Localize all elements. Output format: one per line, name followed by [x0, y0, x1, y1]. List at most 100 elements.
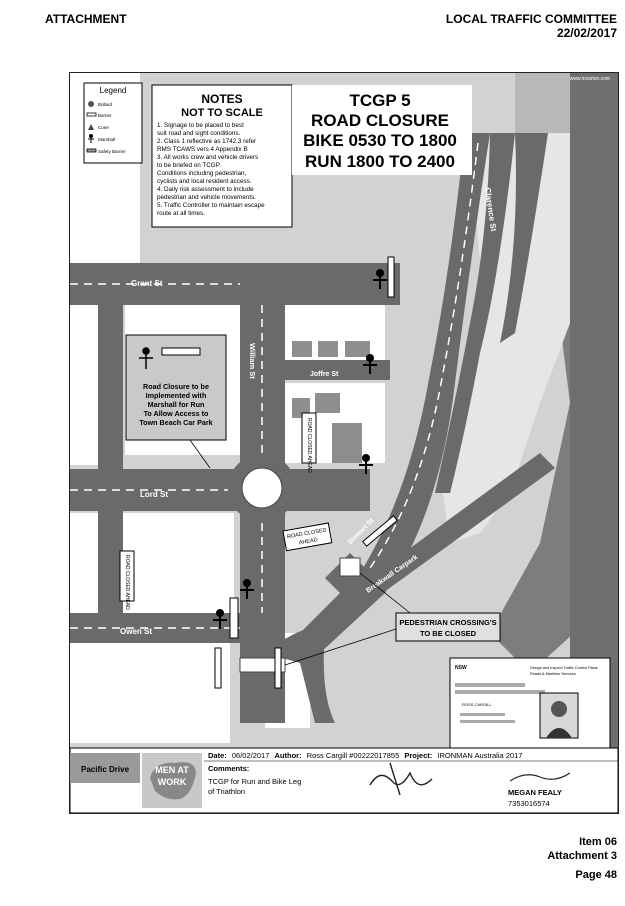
safety-barrier-icon	[86, 148, 97, 153]
footer-item: Item 06	[579, 836, 617, 848]
callout-leader	[189, 439, 211, 469]
date-label: Date:	[208, 751, 227, 760]
title-line-1: TCGP 5	[349, 91, 410, 110]
bollard-icon	[88, 101, 94, 107]
comments-line-1: TCGP for Run and Bike Leg	[208, 777, 301, 786]
card-nsw: NSW	[455, 665, 467, 671]
marshall-icon	[139, 347, 153, 369]
notes-title: NOTES	[201, 92, 242, 106]
licence-card: NSW Design and Inspect Traffic Control P…	[449, 657, 611, 749]
notes-line: 1. Signage to be placed to best	[157, 122, 244, 129]
road-closure-callout: Road Closure to be Implemented with Mars…	[125, 334, 227, 469]
card-title-2: Roads & Maritime Services	[530, 672, 576, 676]
barrier-icon	[214, 647, 222, 689]
barriers	[214, 256, 398, 689]
notes-line: 3. All works crew and vehicle drivers	[157, 154, 258, 161]
header-committee: LOCAL TRAFFIC COMMITTEE 22/02/2017	[446, 12, 617, 40]
sign-board	[282, 522, 333, 552]
barrier-icon	[362, 515, 398, 547]
breakwall-carpark-road	[350, 453, 555, 608]
south-curve-road	[265, 628, 335, 723]
clarence-st-east-lane	[435, 133, 515, 493]
project-value: IRONMAN Australia 2017	[437, 751, 522, 760]
sign-board	[301, 412, 317, 464]
building	[318, 341, 338, 357]
building	[292, 341, 312, 357]
marshalls	[213, 269, 387, 629]
approver-name: MEGAN FEALY	[508, 788, 562, 797]
notes-lines: 1. Signage to be placed to best suit roa…	[157, 122, 265, 217]
card-photo-body	[546, 728, 572, 738]
legend-label-marshall: Marshall	[98, 137, 115, 142]
callout-line: Marshall for Run	[148, 400, 205, 409]
callout-line: PEDESTRIAN CROSSING'S	[399, 618, 496, 627]
street-label-joffre: Joffre St	[310, 371, 339, 378]
notes-line: suit road and sight conditions.	[157, 130, 241, 137]
callout-leader	[359, 572, 411, 614]
callout-leader	[284, 628, 397, 666]
header-date: 22/02/2017	[556, 26, 617, 40]
title-line-2: ROAD CLOSURE	[311, 111, 449, 130]
notes-line: 4. Daily risk assessment to include	[157, 186, 254, 193]
barrier-icon	[86, 112, 97, 117]
header-committee-title: LOCAL TRAFFIC COMMITTEE	[445, 12, 617, 26]
notes-line: route at all times.	[157, 210, 205, 217]
legend: Legend Bollard Barrier Cone Marshall Saf…	[83, 82, 143, 164]
card-text-line	[455, 690, 545, 694]
header-attachment: ATTACHMENT	[45, 12, 127, 26]
pedestrian-crossing-callout: PEDESTRIAN CROSSING'S TO BE CLOSED	[284, 572, 501, 666]
clarence-st-road	[300, 133, 490, 653]
logo-line-1: MEN AT	[155, 765, 189, 775]
marshall-icon	[213, 609, 227, 629]
marshall-icon	[359, 454, 373, 474]
cone-icon	[88, 124, 94, 130]
marshall-icon	[373, 269, 387, 289]
joffre-st-road	[280, 360, 390, 380]
notes-line: 2. Class 1 reflective as 1742.3 refer	[157, 138, 256, 145]
clarence-st-upper	[500, 133, 548, 343]
info-date-line: Date: 06/02/2017 Author: Ross Cargill #0…	[208, 751, 522, 760]
lane-markings	[70, 142, 479, 629]
building	[332, 423, 362, 463]
card-text-line	[460, 713, 505, 716]
card-name: ROSS CARGILL	[462, 702, 492, 707]
pedestrian-crossings	[239, 557, 361, 673]
roundabout-island	[241, 467, 283, 509]
callout-line: Implemented with	[146, 391, 207, 400]
sign-text: ROAD CLOSED AHEAD	[124, 555, 130, 610]
title-line-3: BIKE 0530 TO 1800	[303, 131, 457, 150]
callout-line: To Allow Access to	[144, 409, 209, 418]
location-label: Pacific Drive	[81, 765, 130, 774]
notes-line: cyclists and local resident access.	[157, 178, 252, 185]
grant-st-road	[70, 263, 400, 305]
marshall-icon	[363, 354, 377, 374]
block-edge-sw	[70, 513, 98, 613]
block-lord-owen	[122, 513, 234, 613]
watermark: www.invarion.com	[570, 76, 610, 82]
author-value: Ross Cargill #00222017855	[307, 751, 400, 760]
footer-page: Page 48	[575, 869, 617, 881]
block-south-west	[70, 643, 230, 743]
title-line-4: RUN 1800 TO 2400	[305, 152, 455, 171]
comments-line-2: of Triathlon	[208, 787, 245, 796]
title-background	[292, 85, 472, 175]
project-label: Project:	[404, 751, 432, 760]
card-photo-head	[551, 701, 567, 717]
plan-drawing: Legend Bollard Barrier Cone Marshall Saf…	[70, 73, 618, 813]
card-title-1: Design and Inspect Traffic Control Plans	[530, 666, 598, 670]
card-text-line	[460, 720, 515, 723]
signature-author	[369, 762, 433, 796]
title-block: TCGP 5 ROAD CLOSURE BIKE 0530 TO 1800 RU…	[292, 85, 472, 175]
callout-line: Road Closure to be	[143, 382, 209, 391]
footer-attachment: Attachment 3	[547, 850, 617, 862]
card-text-line	[455, 683, 525, 687]
notes-line: to be briefed on TCGP.	[157, 162, 221, 169]
info-bar: Pacific Drive MEN AT WORK Date: 06/02/20…	[70, 747, 618, 813]
notes-box	[151, 84, 293, 228]
callout-box	[395, 612, 501, 642]
logo-line-2: WORK	[158, 777, 187, 787]
building	[345, 341, 370, 357]
signature-approver	[509, 772, 571, 782]
sign-text-line-2: AHEAD	[298, 537, 318, 546]
road-closed-sign-angled: ROAD CLOSED AHEAD	[282, 522, 333, 552]
